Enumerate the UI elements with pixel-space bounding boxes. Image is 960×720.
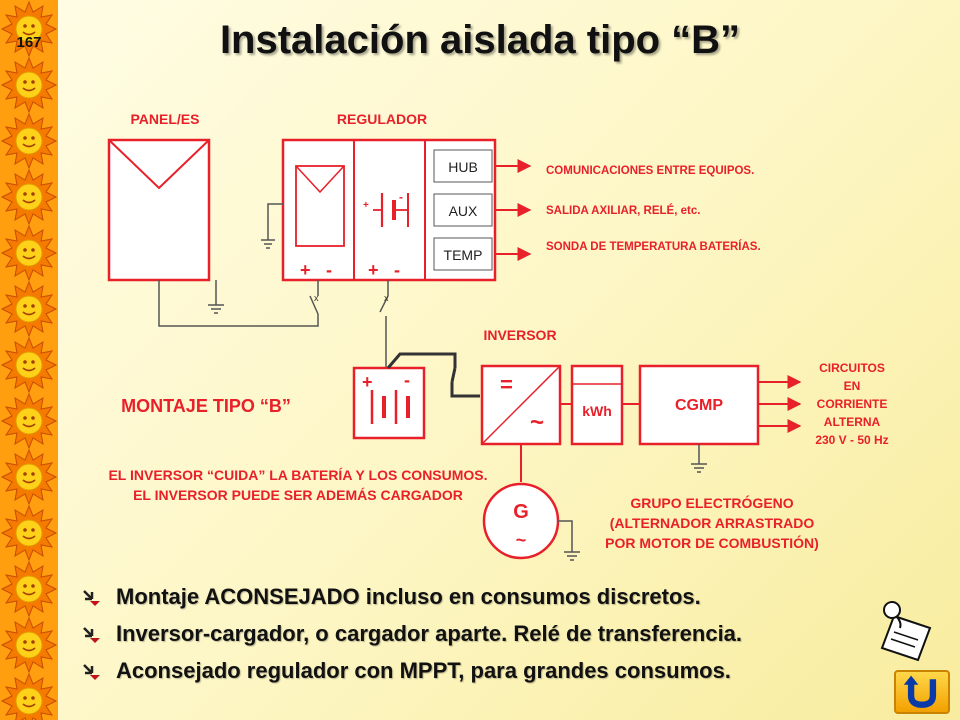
aux-description: SALIDA AXILIAR, RELÉ, etc. xyxy=(546,204,700,217)
cgmp-ground-icon xyxy=(691,444,707,473)
page-title: Instalación aislada tipo “B” xyxy=(219,18,741,62)
battery-inverter-wiring xyxy=(386,352,480,398)
inverter-dc-symbol: = xyxy=(500,372,513,397)
generator-ground-icon xyxy=(558,520,580,561)
bullet-text: Aconsejado regulador con MPPT, para gran… xyxy=(116,657,731,683)
u-turn-icon xyxy=(903,675,937,708)
port-hub xyxy=(433,149,493,183)
note-line-1: EL INVERSOR “CUIDA” LA BATERÍA Y LOS CON… xyxy=(108,467,487,483)
reg-pv-minus: - xyxy=(326,260,332,280)
inverter xyxy=(480,364,562,446)
sun-strip xyxy=(0,0,58,720)
arrow-bullet-icon xyxy=(83,589,100,606)
circuits-line-5: 230 V - 50 Hz xyxy=(815,433,888,447)
bullet-text: Inversor-cargador, o cargador aparte. Re… xyxy=(116,620,743,646)
bullet-item: Aconsejado regulador con MPPT, para gran… xyxy=(80,652,900,689)
bullet-text: Montaje ACONSEJADO incluso en consumos d… xyxy=(116,583,701,609)
generator-symbol: G xyxy=(513,501,529,523)
circuits-line-2: EN xyxy=(844,379,861,393)
generator-label-2: (ALTERNADOR ARRASTRADO xyxy=(610,515,815,531)
generator-ac-symbol: ~ xyxy=(516,530,527,550)
port-temp xyxy=(433,237,493,271)
reg-battery-plus: + xyxy=(363,200,369,211)
circuits-line-1: CIRCUITOS xyxy=(819,361,885,375)
regulator-ground-icon xyxy=(261,203,283,249)
solar-panel xyxy=(107,138,211,282)
port-aux xyxy=(433,193,493,227)
switch-mark-1: x xyxy=(314,293,319,303)
reg-battery-minus: - xyxy=(399,190,403,204)
inverter-ac-symbol: ~ xyxy=(530,409,544,436)
cgmp-label: CGMP xyxy=(675,397,723,414)
arrow-bullet-icon xyxy=(83,626,100,643)
panel-label: PANEL/ES xyxy=(131,111,200,127)
note-line-2: EL INVERSOR PUEDE SER ADEMÁS CARGADOR xyxy=(133,487,463,503)
temp-description: SONDA DE TEMPERATURA BATERÍAS. xyxy=(546,240,761,253)
port-temp-label: TEMP xyxy=(444,247,483,263)
port-hub-label: HUB xyxy=(448,159,478,175)
battery-plus: + xyxy=(362,372,373,392)
inverter-label: INVERSOR xyxy=(483,327,556,343)
note-hand-icon xyxy=(880,601,932,662)
panel-wiring xyxy=(158,280,319,327)
reg-pv-plus: + xyxy=(300,260,311,280)
generator-label-3: POR MOTOR DE COMBUSTIÓN) xyxy=(605,534,819,551)
battery-minus: - xyxy=(404,370,410,390)
generator-label-1: GRUPO ELECTRÓGENO xyxy=(630,494,793,511)
reg-bat-minus: - xyxy=(394,260,400,280)
port-aux-label: AUX xyxy=(449,203,478,219)
bullet-item: Inversor-cargador, o cargador aparte. Re… xyxy=(80,615,900,652)
back-button[interactable] xyxy=(894,670,950,714)
panel-ground-icon xyxy=(208,280,224,314)
reg-bat-plus: + xyxy=(368,260,379,280)
switch-mark-2: x xyxy=(384,293,389,303)
battery-wiring xyxy=(379,280,389,368)
arrow-bullet-icon xyxy=(83,663,100,680)
mount-type-label: MONTAJE TIPO “B” xyxy=(121,396,291,416)
circuits-line-3: CORRIENTE xyxy=(817,397,888,411)
meter-label: kWh xyxy=(582,403,612,419)
circuits-line-4: ALTERNA xyxy=(824,415,881,429)
slide-number: 167 xyxy=(16,34,42,51)
battery xyxy=(352,366,426,440)
regulator-label: REGULADOR xyxy=(337,111,427,127)
bullet-item: Montaje ACONSEJADO incluso en consumos d… xyxy=(80,578,900,615)
energy-meter xyxy=(570,364,624,446)
bullet-list: Montaje ACONSEJADO incluso en consumos d… xyxy=(80,578,900,689)
hub-description: COMUNICACIONES ENTRE EQUIPOS. xyxy=(546,165,754,177)
